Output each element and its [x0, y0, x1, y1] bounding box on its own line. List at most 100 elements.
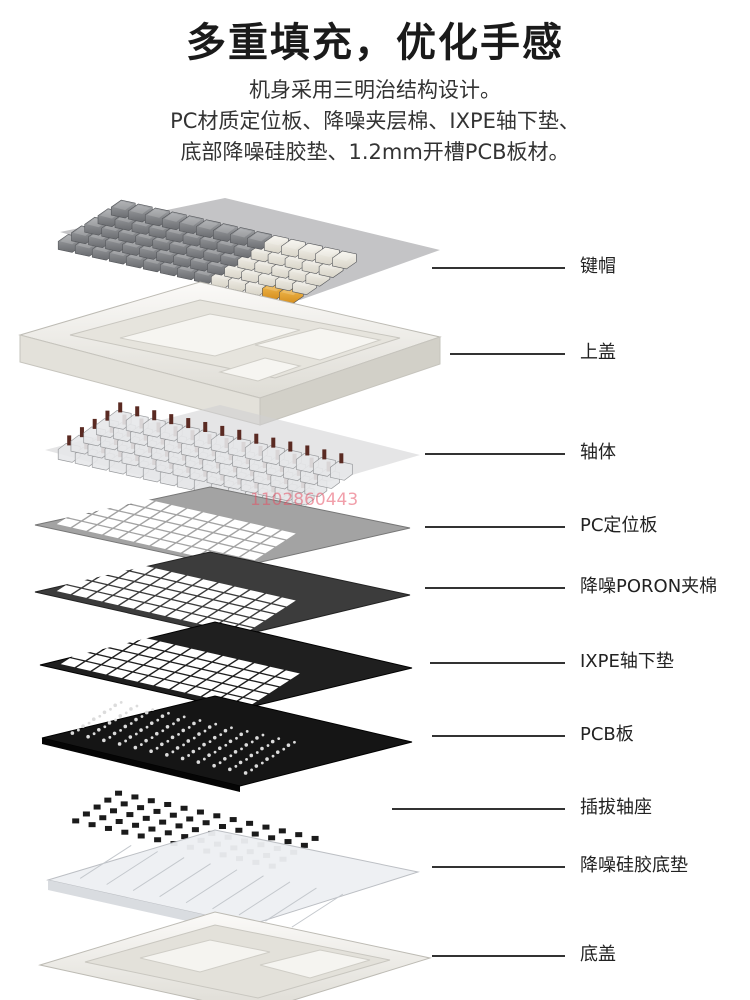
- pcb-hole: [270, 739, 275, 744]
- plate-cutout: [172, 526, 196, 536]
- plate-cutout: [114, 589, 138, 599]
- plate-cutout: [119, 634, 143, 644]
- plate-cutout: [83, 581, 107, 592]
- switch: [193, 421, 217, 450]
- plate-cutout: [140, 648, 164, 658]
- plate-cutout: [103, 529, 127, 539]
- watermark-text: 1102860443: [250, 490, 359, 510]
- pcb-hole: [91, 717, 96, 722]
- pcb-hole: [286, 743, 291, 748]
- pcb-hole: [229, 754, 233, 758]
- hotswap-socket: [251, 831, 259, 837]
- pcb-hole: [86, 734, 90, 739]
- plate-cutout: [188, 529, 212, 539]
- pcb-hole: [118, 714, 123, 718]
- plate-cutout: [135, 637, 159, 647]
- pcb-hole: [239, 732, 243, 737]
- plate-cutout: [136, 575, 160, 585]
- silicone-rib: [265, 887, 317, 922]
- plate-cutout: [141, 518, 165, 528]
- label-ixpe-pad: IXPE轴下垫: [580, 651, 674, 672]
- pcb-hole: [144, 738, 148, 743]
- silicone-pad-ribs: [79, 844, 344, 928]
- pcb-layer: [41, 695, 413, 792]
- plate-cutout: [93, 574, 117, 585]
- plate-cutout: [214, 593, 238, 603]
- plate-cutout: [276, 670, 300, 680]
- plate-cutout: [141, 585, 165, 595]
- silicone-rib: [159, 863, 211, 898]
- pcb-hole: [102, 710, 107, 715]
- hotswap-socket: [164, 801, 172, 807]
- hotswap-socket: [278, 828, 286, 834]
- plate-cutout: [167, 515, 191, 525]
- label-top-case: 上盖: [580, 342, 616, 363]
- silicone-rib: [106, 851, 158, 885]
- plate-cutout: [192, 669, 216, 679]
- hotswap-socket: [300, 842, 308, 848]
- plate-cutout: [155, 679, 179, 690]
- pcb-hole: [124, 739, 128, 743]
- silicone-rib: [238, 881, 291, 916]
- plate-cutout: [130, 525, 154, 535]
- hotswap-socket: [110, 808, 117, 814]
- plate-cutout: [113, 651, 137, 661]
- hotswap-socket: [229, 817, 237, 823]
- hotswap-socket: [268, 835, 276, 841]
- plate-cutout: [60, 658, 84, 668]
- pcb-hole: [102, 738, 106, 743]
- pcb-hole: [202, 742, 206, 747]
- pcb-hole: [187, 754, 191, 757]
- plate-cutout: [72, 588, 96, 598]
- pcb-hole: [261, 733, 265, 737]
- pcb-hole: [170, 735, 175, 740]
- plate-cutout: [209, 610, 233, 621]
- leader-line-keycaps: [432, 267, 565, 269]
- plate-cutout: [245, 663, 269, 673]
- hotswap-socket: [132, 822, 140, 828]
- pcb-hole: [224, 743, 228, 747]
- pcb-hole: [212, 763, 216, 768]
- label-poron-foam: 降噪PORON夹棉: [580, 576, 718, 597]
- hotswap-socket: [262, 824, 270, 830]
- pcb-hole: [217, 746, 222, 751]
- hotswap-socket: [137, 805, 145, 811]
- pcb-hole: [112, 731, 117, 736]
- plate-cutout: [187, 659, 211, 669]
- pcb-hole: [177, 732, 180, 736]
- plate-cutout: [246, 600, 270, 610]
- socket-grid: [72, 790, 319, 869]
- pcb-hole: [175, 746, 180, 750]
- silicone-rib: [291, 893, 344, 928]
- plate-cutout: [99, 490, 123, 500]
- plate-cutout: [56, 585, 80, 595]
- label-hotswap-sockets: 插拔轴座: [580, 797, 652, 818]
- leader-line-silicone-pad: [432, 866, 565, 868]
- plate-cutout: [108, 641, 132, 651]
- plate-cutout: [150, 641, 174, 651]
- pcb-hole: [160, 742, 164, 747]
- pcb-hole: [213, 750, 217, 754]
- plate-cutout: [88, 564, 112, 574]
- plate-cutout: [229, 659, 253, 669]
- pcb-hole: [182, 715, 186, 719]
- pcb-hole: [223, 728, 228, 733]
- plate-cutout: [134, 665, 158, 675]
- plate-cutout: [251, 544, 275, 554]
- plate-cutout: [145, 658, 169, 668]
- subtitle-line-2: PC材质定位板、降噪夹层棉、IXPE轴下垫、: [170, 109, 580, 133]
- plate-cutout: [234, 670, 258, 680]
- switch: [108, 402, 132, 430]
- plate-cutout: [241, 523, 265, 533]
- switch: [159, 414, 183, 442]
- plate-cutout: [213, 683, 237, 694]
- hotswap-socket: [154, 837, 162, 843]
- pcb-hole: [176, 718, 180, 722]
- plate-cutout: [170, 683, 194, 693]
- hotswap-socket: [72, 818, 80, 824]
- pcb-hole: [293, 740, 296, 744]
- hotswap-socket: [295, 832, 303, 838]
- plate-cutout: [261, 666, 285, 676]
- pcb-hole: [202, 757, 206, 761]
- plate-cutout: [103, 630, 127, 640]
